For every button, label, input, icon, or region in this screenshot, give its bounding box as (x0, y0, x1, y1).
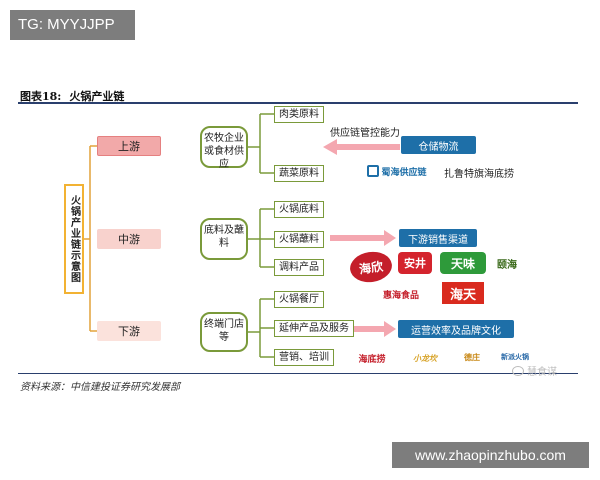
title-rule (18, 102, 578, 104)
item-seasoning: 调料产品 (274, 259, 324, 276)
logo-dezhuang: 德庄 (464, 352, 480, 362)
item-marketing-training: 营销、培训 (274, 349, 334, 366)
logo-yihai: 颐海 (497, 259, 517, 271)
upstream-brand-text: 扎鲁特旗海底捞 (444, 169, 514, 180)
figure-title-text: 火锅产业链 (69, 90, 125, 103)
source-note: 资料来源：中信建投证券研究发展部 (20, 382, 180, 393)
category-base-sauce: 底料及蘸料 (200, 218, 248, 260)
side-title: 火锅产业链示意图 (68, 195, 80, 283)
figure-title: 图表18: 火锅产业链 (20, 88, 124, 104)
supply-chain-arrow (323, 139, 400, 155)
item-dipping-sauce: 火锅蘸料 (274, 231, 324, 248)
logo-tianwei: 天味 (440, 252, 486, 274)
stage-midstream: 中游 (97, 229, 161, 249)
category-suppliers: 农牧企业或食材供应 (200, 126, 248, 170)
wechat-watermark: 慧食谋 (512, 363, 557, 378)
bottom-rule (18, 373, 578, 374)
watermark-top: TG: MYYJJPP (10, 10, 135, 40)
watermark-bottom: www.zhaopinzhubo.com (392, 442, 589, 468)
stage-downstream: 下游 (97, 321, 161, 341)
supply-chain-label: 供应链管控能力 (330, 128, 400, 139)
item-restaurants: 火锅餐厅 (274, 291, 324, 308)
side-title-box: 火锅产业链示意图 (64, 184, 84, 294)
logo-haitian: 海天 (442, 282, 484, 304)
box-operations-brand: 运营效率及品牌文化 (398, 320, 514, 338)
category-stores: 终端门店等 (200, 312, 248, 352)
box-sales-channels: 下游销售渠道 (399, 229, 477, 247)
logo-anjing: 安井 (398, 252, 432, 274)
wechat-icon (512, 365, 524, 376)
logo-huiyi: 惠海食品 (382, 290, 419, 301)
logo-xiaolongkan: 小龙坎 (413, 353, 437, 363)
downstream-arrow (354, 321, 396, 337)
item-hotpot-base: 火锅底料 (274, 201, 324, 218)
wechat-text: 慧食谋 (527, 367, 557, 378)
item-meat: 肉类原料 (274, 106, 324, 123)
logo-haidilao: 海底捞 (358, 354, 386, 365)
item-extended-services: 延伸产品及服务 (274, 320, 354, 337)
item-vegetables: 蔬菜原料 (274, 165, 324, 182)
logo-shuhai-mark (367, 165, 380, 177)
figure-label: 图表18: (20, 90, 62, 103)
stage-upstream: 上游 (97, 136, 161, 156)
box-logistics: 仓储物流 (401, 136, 476, 154)
midstream-arrow (330, 230, 396, 246)
logo-shuhai: 蜀海供应链 (366, 162, 428, 180)
logo-bottom4: 新派火锅 (501, 353, 529, 361)
